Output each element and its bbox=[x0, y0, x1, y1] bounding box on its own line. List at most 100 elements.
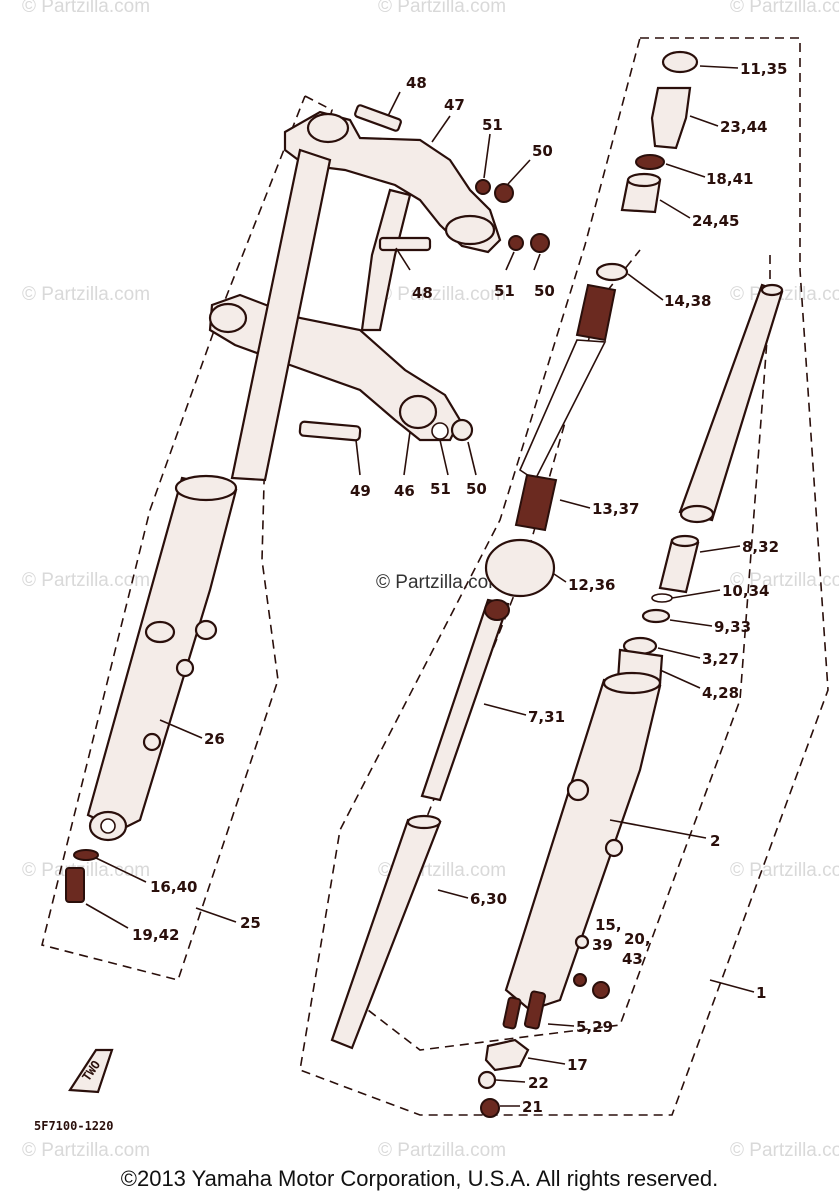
washer-15-39 bbox=[574, 934, 590, 950]
callout-3-27: 3,27 bbox=[702, 650, 739, 668]
callout-4-28: 4,28 bbox=[702, 684, 739, 702]
axle-holder-17 bbox=[484, 1038, 530, 1072]
watermark: © Partzilla.com bbox=[378, 284, 507, 305]
callout-7-31: 7,31 bbox=[528, 708, 565, 726]
callout-21: 21 bbox=[522, 1098, 543, 1116]
callout-39: 39 bbox=[592, 936, 613, 954]
callout-24-45: 24,45 bbox=[692, 212, 739, 230]
diagram-code: 5F7100-1220 bbox=[34, 1119, 113, 1133]
washer-22 bbox=[477, 1070, 497, 1090]
callout-50-low: 50 bbox=[466, 480, 487, 498]
callout-51-low: 51 bbox=[430, 480, 451, 498]
damper-rod-7-31 bbox=[420, 598, 510, 802]
o-ring-18-41 bbox=[635, 154, 665, 170]
nut-50-mid bbox=[530, 233, 550, 253]
drain-bolt-19-42 bbox=[65, 867, 85, 903]
callout-9-33: 9,33 bbox=[714, 618, 751, 636]
pinch-bolt-48-lower bbox=[378, 236, 432, 252]
callout-18-41: 18,41 bbox=[706, 170, 753, 188]
spring-seat-14-38 bbox=[595, 262, 629, 282]
pinch-bolt-49 bbox=[298, 420, 362, 442]
fork-lug bbox=[175, 658, 195, 678]
fork-spring-upper bbox=[575, 283, 617, 342]
callout-15: 15, bbox=[595, 916, 622, 934]
bolt-20-43 bbox=[592, 981, 610, 999]
watermark: © Partzilla.com bbox=[730, 0, 839, 17]
axle-hole bbox=[100, 818, 116, 834]
right-fork-upper-tube-top bbox=[760, 283, 784, 297]
subassembly-boundary bbox=[354, 249, 771, 1051]
washer-51-low bbox=[431, 422, 449, 440]
watermark: © Partzilla.com bbox=[22, 284, 151, 305]
clip-10-34 bbox=[651, 593, 673, 603]
callout-17: 17 bbox=[567, 1056, 588, 1074]
damper-rod-head bbox=[484, 599, 510, 621]
inner-tube-6-30-top bbox=[406, 814, 442, 830]
callout-47: 47 bbox=[444, 96, 465, 114]
outer-tube-2-lug bbox=[566, 778, 590, 802]
callout-13-37: 13,37 bbox=[592, 500, 639, 518]
inner-tube-right bbox=[518, 339, 607, 482]
callout-14-38: 14,38 bbox=[664, 292, 711, 310]
callout-50-top: 50 bbox=[532, 142, 553, 160]
fork-lug-2 bbox=[142, 732, 162, 752]
watermark: © Partzilla.com bbox=[730, 570, 839, 591]
washer-51-top bbox=[475, 179, 491, 195]
callout-51-mid: 51 bbox=[494, 282, 515, 300]
callout-22: 22 bbox=[528, 1074, 549, 1092]
left-fork-seal-top bbox=[174, 474, 238, 502]
callout-46: 46 bbox=[394, 482, 415, 500]
right-fork-upper-tube bbox=[678, 283, 784, 522]
watermark: © Partzilla.com bbox=[730, 860, 839, 881]
callout-2: 2 bbox=[710, 832, 720, 850]
callout-6-30: 6,30 bbox=[470, 890, 507, 908]
caliper-mount-lower bbox=[194, 619, 218, 641]
callout-26: 26 bbox=[204, 730, 225, 748]
callout-11-35: 11,35 bbox=[740, 60, 787, 78]
nut-50-low bbox=[450, 418, 474, 442]
pinch-bolt-48-upper bbox=[354, 104, 402, 132]
cap-11-35 bbox=[661, 50, 699, 74]
watermark: © Partzilla.com bbox=[730, 1140, 839, 1161]
oil-seal-12-36 bbox=[484, 538, 556, 598]
copyright-notice: ©2013 Yamaha Motor Corporation, U.S.A. A… bbox=[120, 1166, 719, 1191]
washer-39 bbox=[573, 973, 587, 987]
left-fork-inner-tube bbox=[230, 148, 332, 482]
upper-bracket-clamp bbox=[444, 214, 496, 246]
callout-12-36: 12,36 bbox=[568, 576, 615, 594]
callout-48-mid: 48 bbox=[412, 284, 433, 302]
spacer-24-45-top bbox=[626, 172, 662, 188]
callout-20: 20, bbox=[624, 930, 651, 948]
assembly-boundary-left bbox=[41, 95, 333, 981]
collar-8-32-top bbox=[670, 534, 700, 548]
leader-lines bbox=[85, 65, 755, 1107]
cap-bolt-23-44 bbox=[650, 86, 692, 150]
lower-bracket-clamp bbox=[398, 394, 438, 430]
callout-51-top: 51 bbox=[482, 116, 503, 134]
watermark: © Partzilla.com bbox=[22, 1140, 151, 1161]
steering-stem bbox=[360, 188, 412, 332]
callout-labels: 11,35 23,44 18,41 24,45 14,38 13,37 12,3… bbox=[132, 60, 787, 1116]
watermark: © Partzilla.com bbox=[378, 0, 507, 17]
left-fork-outer-tube bbox=[86, 476, 238, 832]
bolt-5-29 bbox=[523, 990, 547, 1030]
watermark: © Partzilla.com bbox=[22, 570, 151, 591]
fork-spring-13-37 bbox=[514, 473, 558, 532]
watermark: © Partzilla.com bbox=[22, 0, 151, 17]
outer-tube-2-top bbox=[602, 671, 662, 695]
callout-19-42: 19,42 bbox=[132, 926, 179, 944]
washer-9-33 bbox=[641, 608, 671, 624]
nut-50-top bbox=[494, 183, 514, 203]
nut-21 bbox=[480, 1098, 500, 1118]
upper-bracket bbox=[283, 110, 502, 254]
callout-25: 25 bbox=[240, 914, 261, 932]
callout-43: 43 bbox=[622, 950, 643, 968]
callout-8-32: 8,32 bbox=[742, 538, 779, 556]
inner-tube-6-30 bbox=[330, 818, 442, 1050]
lower-bracket-boss bbox=[208, 302, 248, 334]
upper-bracket-boss bbox=[306, 112, 350, 144]
watermark-center: © Partzilla.com bbox=[376, 572, 505, 593]
outer-tube-2-lug-b bbox=[604, 838, 624, 858]
bolt-5-29-b bbox=[502, 996, 522, 1030]
